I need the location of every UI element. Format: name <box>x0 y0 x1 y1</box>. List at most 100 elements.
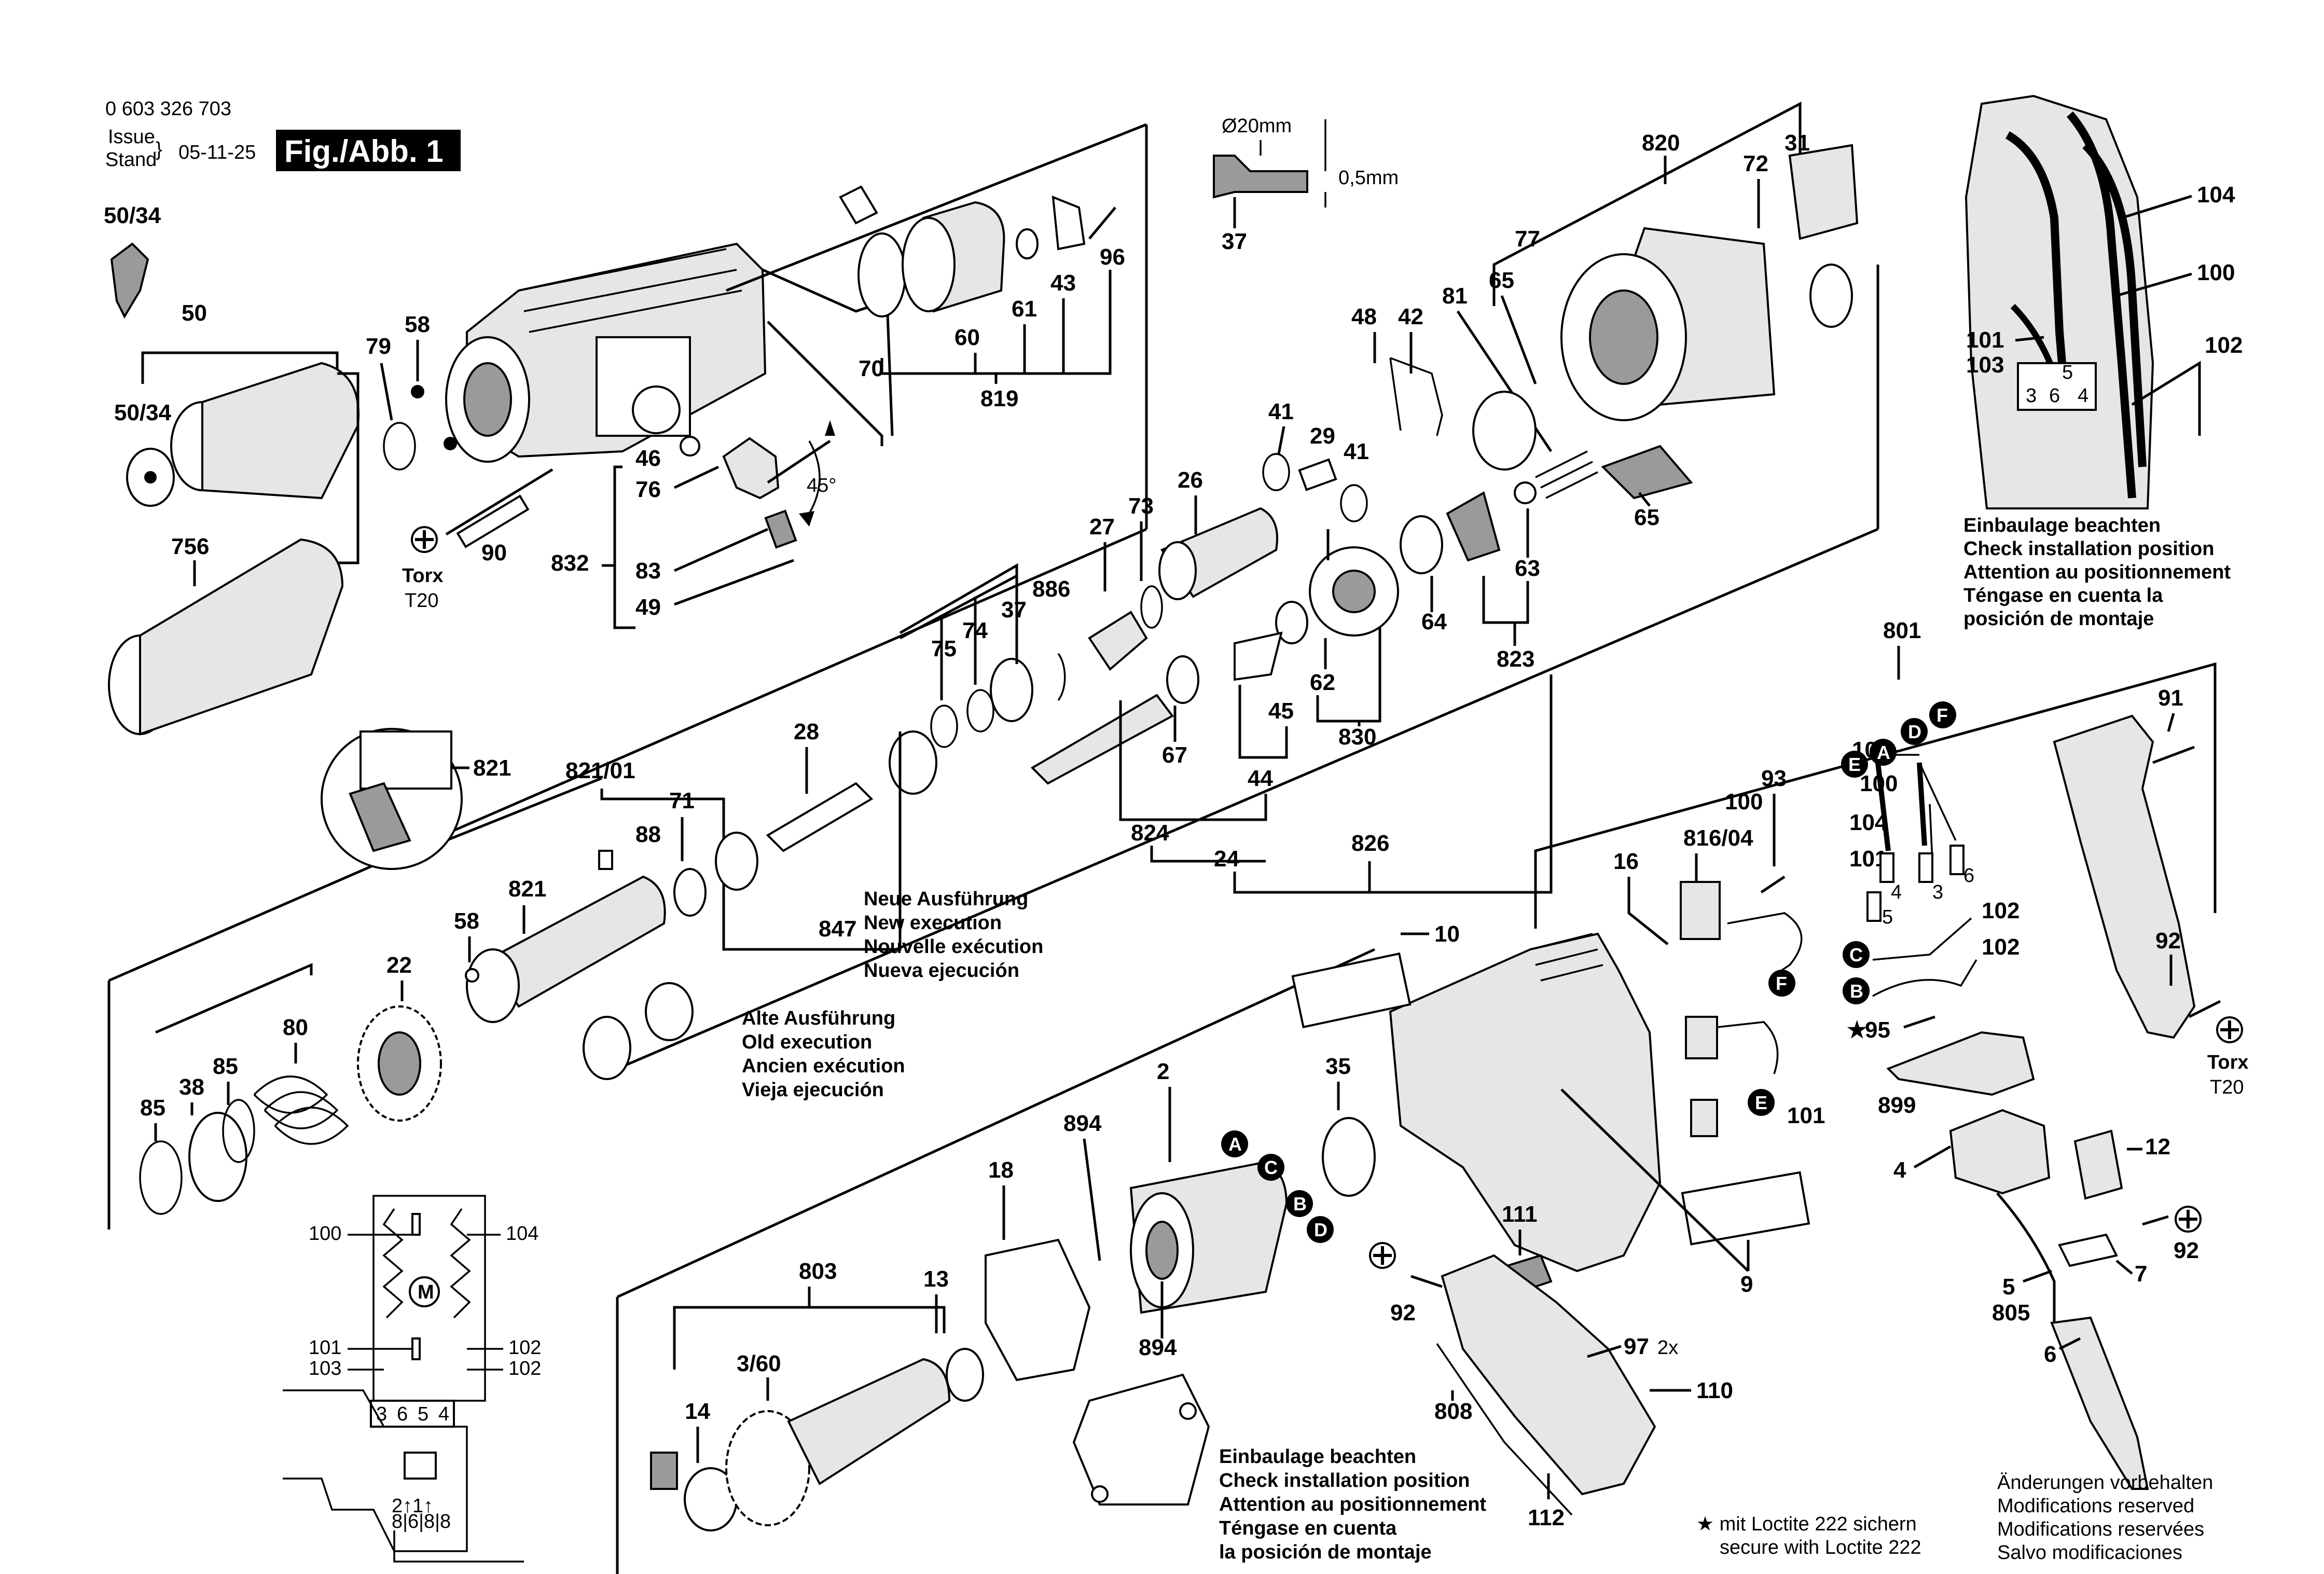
label-27: 27 <box>1089 514 1115 540</box>
row-bracket-821 <box>446 777 602 842</box>
wire-num-6: 6 <box>1963 865 1974 887</box>
label-101-a: 101 <box>309 1337 341 1359</box>
frame-bottom-diagonal <box>616 948 1376 1299</box>
label-41-a: 41 <box>1268 399 1294 424</box>
issue-date: 05-11-25 <box>178 142 256 163</box>
torx-star <box>415 530 434 549</box>
part-76-selector <box>722 437 780 500</box>
note-old-fr: Ancien exécution <box>742 1055 905 1077</box>
torx-icon-92-c-star <box>1373 1246 1392 1265</box>
label-97-qty: 2x <box>1657 1337 1678 1359</box>
label-899: 899 <box>1878 1093 1916 1118</box>
wiring-coil-left <box>382 1208 404 1319</box>
angle-arrow-bottom <box>799 511 814 527</box>
part-90-screw <box>445 468 554 536</box>
label-71: 71 <box>669 788 695 813</box>
label-29: 29 <box>1310 423 1335 449</box>
label-38: 38 <box>179 1074 204 1100</box>
label-894-b: 894 <box>1139 1335 1177 1360</box>
figure-title: Fig./Abb. 1 <box>284 134 444 169</box>
terminal-4: 4 <box>438 1403 449 1425</box>
part-79-ring <box>383 422 416 471</box>
screw-detail-b <box>1179 1402 1197 1420</box>
bracket-823 <box>1482 576 1529 624</box>
bracket-44 <box>1238 685 1288 759</box>
label-70: 70 <box>859 356 884 381</box>
label-821: 821 <box>473 755 511 781</box>
label-847: 847 <box>819 916 856 942</box>
marker-B-wire102: B <box>1843 977 1870 1004</box>
wiring-brush-bottom <box>411 1337 421 1360</box>
detail-wire-a <box>2005 131 2069 395</box>
torx-icon-92-a-star <box>2179 1210 2197 1228</box>
switch-outline <box>283 1389 468 1552</box>
part-91-screw <box>2152 745 2195 764</box>
angle-line <box>767 439 831 484</box>
svg-text:E: E <box>1755 1092 1767 1113</box>
svg-text:C: C <box>1264 1157 1278 1178</box>
label-50-34-a: 50/34 <box>104 203 161 228</box>
label-104-c: 104 <box>2197 182 2235 208</box>
detail-terminal-3: 3 <box>2026 385 2037 407</box>
gear-housing <box>445 242 767 463</box>
part-14-brush <box>650 1452 678 1490</box>
label-85-a: 85 <box>213 1054 238 1079</box>
leader-4 <box>1913 1145 1952 1169</box>
note-install-top-es-2: posición de montaje <box>1963 608 2154 630</box>
part-72-ring <box>1809 264 1853 328</box>
label-83: 83 <box>635 558 661 584</box>
note-mod-es: Salvo modificaciones <box>1997 1542 2182 1564</box>
label-7: 7 <box>2135 1261 2147 1287</box>
svg-text:B: B <box>1850 981 1863 1002</box>
label-65-a: 65 <box>1489 268 1514 293</box>
wire-103-b <box>1918 762 1957 841</box>
note-install-bottom-es-1: Téngase en cuenta <box>1219 1517 1397 1539</box>
wiring-schematic: M 100 104 101 103 102 102 3 6 5 4 2↑1↑ 8… <box>283 1195 541 1563</box>
part-43-plate <box>1052 195 1086 251</box>
motor-symbol-letter: M <box>418 1281 434 1303</box>
label-103-a: 103 <box>309 1358 341 1379</box>
part-97-screw <box>1587 1345 1622 1358</box>
housing-selector-hole <box>632 385 681 434</box>
housing-bore <box>463 362 512 437</box>
part-48-clip-b <box>1389 357 1402 431</box>
housing-vents <box>1530 933 1603 982</box>
part-62-bushing <box>1275 601 1308 644</box>
note-mod-de: Änderungen vorbehalten <box>1997 1472 2213 1494</box>
part-handle-half <box>2053 714 2196 1039</box>
svg-text:B: B <box>1293 1193 1307 1214</box>
note-mod-en: Modifications reserved <box>1997 1495 2194 1517</box>
wire-102-b-path <box>1872 959 1977 997</box>
svg-text:F: F <box>1936 705 1948 726</box>
figure-title-box <box>276 130 461 171</box>
part-13-bearing <box>946 1348 984 1402</box>
label-81: 81 <box>1442 283 1468 309</box>
wire-100-b <box>1929 804 1933 862</box>
label-67: 67 <box>1162 742 1187 768</box>
part-48-clip <box>1390 357 1443 436</box>
part-6-cord-sleeve <box>2050 1316 2149 1490</box>
bracket-24 <box>1150 846 1266 863</box>
part-756-body <box>139 538 344 736</box>
part-801-housing <box>1389 932 1662 1273</box>
detail-terminal-5: 5 <box>2062 362 2073 383</box>
note-install-bottom-en: Check installation position <box>1219 1470 1470 1492</box>
wire-out <box>393 1530 524 1563</box>
detail-821-box <box>359 730 452 790</box>
torx-size-a: T20 <box>405 590 438 612</box>
terminal-5: 5 <box>418 1403 428 1425</box>
label-65-b: 65 <box>1634 505 1659 530</box>
leader-104-c <box>2121 195 2192 219</box>
torx-label-a: Torx <box>402 565 444 587</box>
angle-label: 45° <box>807 475 836 496</box>
part-2-bore <box>1145 1221 1179 1280</box>
part-12-capacitor <box>2073 1129 2123 1200</box>
marker-C-wire102: C <box>1843 941 1870 968</box>
label-111: 111 <box>1502 1202 1538 1227</box>
part-fan <box>725 1410 810 1526</box>
connector-6 <box>1949 845 1965 875</box>
svg-text:F: F <box>1776 973 1787 994</box>
part-63-washer <box>1514 481 1537 504</box>
leader-6 <box>2058 1337 2081 1350</box>
